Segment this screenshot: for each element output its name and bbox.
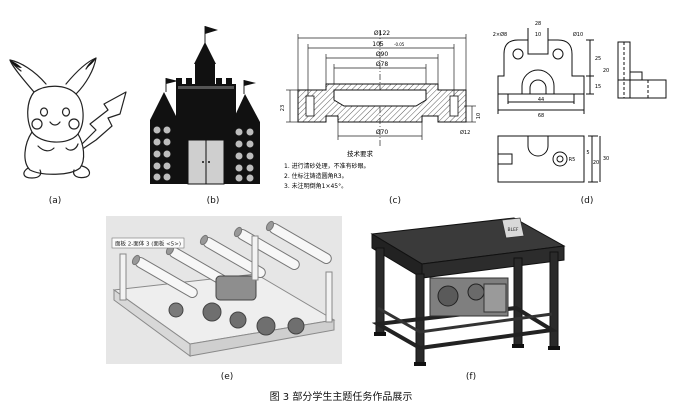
dim-top-inner: 10 <box>535 32 541 38</box>
notes-title: 技术要求 <box>347 149 374 158</box>
dim-bottom-width-1: 44 <box>538 97 544 103</box>
panel-e-roller-model: 面板 2-面体 3 (面板 <5>) <box>106 216 342 364</box>
panel-b-label: (b) <box>206 196 220 206</box>
dim-bottom-width-2: 68 <box>538 113 544 119</box>
dim-plan-radius: R5 <box>569 157 576 163</box>
roller-model-render: 面板 2-面体 3 (面板 <5>) <box>106 216 342 364</box>
dim-d70: Ø70 <box>376 129 389 136</box>
note-1: 1. 进行清砂处理，不准有砂眼。 <box>284 162 370 170</box>
dim-top-width: 28 <box>535 21 541 27</box>
dim-plan-h3: 30 <box>603 156 609 162</box>
dim-side-h1: 25 <box>595 56 601 62</box>
panel-d-label: (d) <box>580 196 594 206</box>
note-2: 2. 住标注铸造圆角R3。 <box>284 172 348 180</box>
dim-d78: Ø78 <box>376 61 389 68</box>
dim-right: 10 <box>476 113 482 119</box>
panel-d-three-view-drawing: 28 10 2×Ø8 Ø10 25 15 20 44 68 R5 5 20 30 <box>488 14 680 194</box>
panel-f-conveyor-model: BLEF <box>364 212 568 368</box>
section-view-svg: Ø122 105 -0.05 Ø90 Ø78 Ø70 23 10 Ø12 技术要… <box>280 30 482 190</box>
note-3: 3. 未注明倒角1×45°。 <box>284 182 347 190</box>
figure-caption: 图 3 部分学生主题任务作品展示 <box>269 392 413 403</box>
three-view-svg: 28 10 2×Ø8 Ø10 25 15 20 44 68 R5 5 20 30 <box>493 21 667 183</box>
castle-illustration <box>150 26 260 185</box>
panel-c-section-drawing: Ø122 105 -0.05 Ø90 Ø78 Ø70 23 10 Ø12 技术要… <box>276 18 488 194</box>
dim-d90: Ø90 <box>376 51 389 58</box>
dim-d122: Ø122 <box>374 30 390 37</box>
model-f-badge: BLEF <box>507 227 518 233</box>
dim-plan-h1: 5 <box>586 150 589 156</box>
dim-plan-h2: 20 <box>593 160 599 166</box>
dim-side-h3: 20 <box>603 68 609 74</box>
pikachu-illustration <box>9 57 127 179</box>
panel-c-label: (c) <box>389 196 401 206</box>
panel-b-castle-model <box>144 20 272 192</box>
panel-e-label: (e) <box>220 372 234 382</box>
dim-d12: Ø12 <box>460 129 470 136</box>
dim-side-h2: 15 <box>595 84 601 90</box>
panel-a-label: (a) <box>48 196 62 206</box>
dim-d105: 105 <box>372 41 384 48</box>
dim-hole-right: Ø10 <box>573 31 583 38</box>
panel-f-label: (f) <box>465 372 477 382</box>
panel-a-pikachu-drawing <box>4 44 134 179</box>
model-e-callout: 面板 2-面体 3 (面板 <5>) <box>115 240 181 248</box>
dim-hole-left: 2×Ø8 <box>493 31 508 38</box>
dim-left: 23 <box>280 105 286 111</box>
conveyor-model-render: BLEF <box>370 217 566 366</box>
dim-d105-tolerance: -0.05 <box>394 42 405 47</box>
